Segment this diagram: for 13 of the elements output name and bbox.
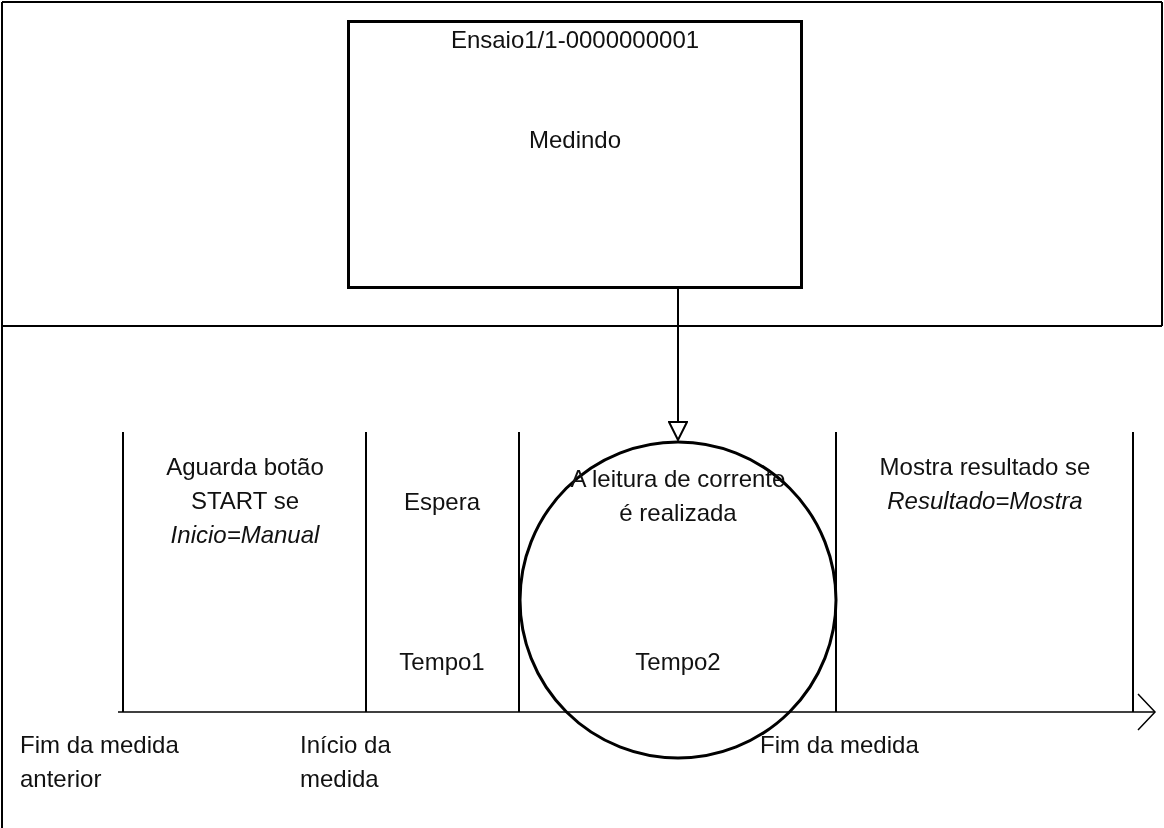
event-label: Fim da medida anterior [20, 730, 180, 794]
screen-box [347, 20, 803, 289]
screen-heading: Ensaio1/1-0000000001 [449, 25, 701, 55]
time-label: Tempo1 [398, 647, 486, 677]
arrow [668, 288, 688, 441]
step-text: Aguarda botão START se Inicio=Manual [165, 452, 325, 550]
step-text: Mostra resultado se Resultado=Mostra [878, 452, 1092, 516]
time-label: Tempo2 [634, 647, 722, 677]
event-label: Início da medida [300, 730, 392, 794]
status-text: Medindo [527, 125, 623, 155]
event-label: Fim da medida [760, 730, 920, 760]
step-text: Espera [402, 487, 481, 517]
circle [518, 440, 838, 760]
